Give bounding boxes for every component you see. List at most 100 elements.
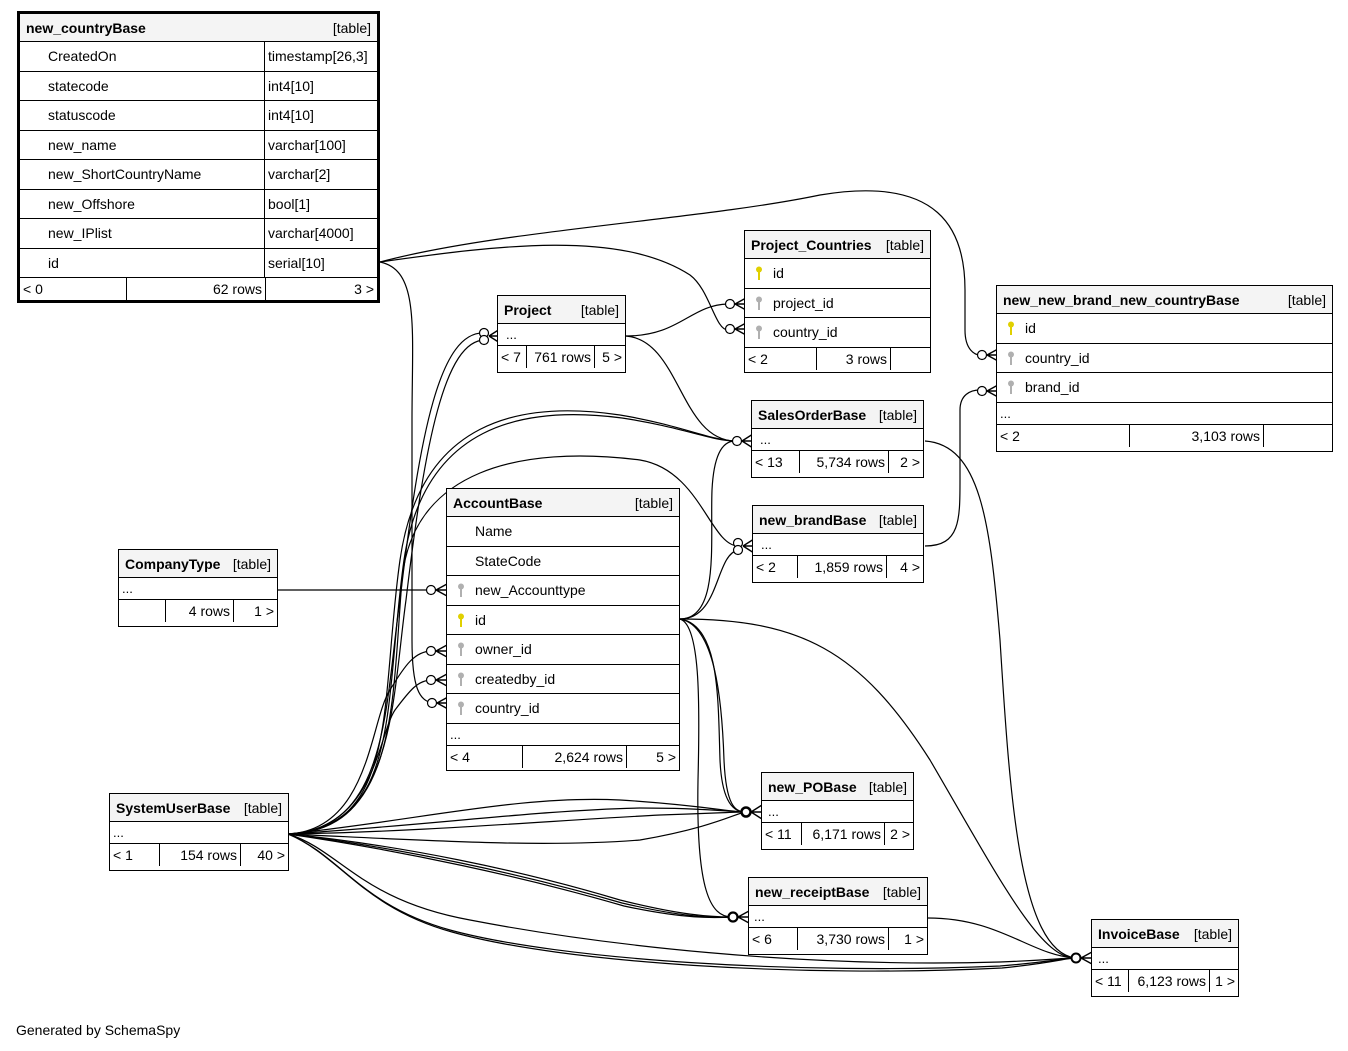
children-link[interactable]: 1 > — [1215, 973, 1235, 989]
foreign-key-icon — [453, 672, 469, 686]
parents-link[interactable]: < 2 — [997, 424, 1130, 447]
children-link[interactable]: 4 > — [900, 559, 920, 575]
table-AccountBase[interactable]: AccountBase [table] Name StateCode new_A… — [446, 488, 680, 771]
table-new_brandBase[interactable]: new_brandBase [table] ... < 2 1,859 rows… — [752, 505, 924, 583]
row-count: 6,171 rows — [802, 823, 885, 845]
foreign-key-icon — [453, 642, 469, 657]
column-row[interactable]: id — [745, 259, 930, 289]
column-name: createdby_id — [475, 670, 556, 687]
table-name: CompanyType — [125, 555, 221, 572]
table-new_POBase[interactable]: new_POBase [table] ... < 11 6,171 rows 2… — [761, 772, 914, 850]
column-row[interactable]: new_Accounttype — [447, 576, 679, 606]
table-SystemUserBase[interactable]: SystemUserBase [table] ... < 1 154 rows … — [109, 793, 289, 871]
children-link[interactable]: 40 > — [257, 847, 285, 863]
children-link[interactable]: 1 > — [254, 603, 274, 619]
children-link[interactable]: 3 > — [354, 281, 374, 297]
column-name: brand_id — [1025, 379, 1080, 396]
column-name: id — [48, 254, 59, 271]
row-count: 1,859 rows — [798, 556, 887, 578]
parents-link[interactable] — [119, 600, 166, 622]
children-link[interactable]: 2 > — [890, 826, 910, 842]
table-name: Project_Countries — [751, 236, 872, 253]
table-name: new_receiptBase — [755, 883, 870, 900]
parents-link[interactable]: < 0 — [20, 278, 127, 300]
column-row[interactable]: statuscode int4[10] — [20, 101, 377, 131]
parents-link[interactable]: < 1 — [110, 844, 160, 866]
table-InvoiceBase[interactable]: InvoiceBase [table] ... < 11 6,123 rows … — [1091, 919, 1239, 997]
table-name: SystemUserBase — [116, 799, 231, 816]
more-columns: ... — [752, 429, 923, 451]
column-row[interactable]: Name — [447, 517, 679, 547]
relation-line — [287, 833, 733, 918]
column-row[interactable]: createdby_id — [447, 665, 679, 694]
column-row[interactable]: brand_id — [997, 373, 1332, 403]
column-name: statecode — [48, 77, 109, 94]
table-type: [table] — [878, 511, 917, 528]
column-type: varchar[100] — [264, 130, 377, 159]
column-name: owner_id — [475, 641, 532, 658]
column-row[interactable]: id serial[10] — [20, 248, 377, 278]
relation-line — [927, 917, 1076, 959]
parents-link[interactable]: < 6 — [749, 928, 798, 950]
table-new_new_brand_new_countryBase[interactable]: new_new_brand_new_countryBase [table] id… — [996, 285, 1333, 452]
column-name: country_id — [1025, 349, 1090, 366]
column-name: Name — [475, 523, 513, 540]
column-name: country_id — [773, 324, 838, 341]
table-header: new_countryBase [table] — [20, 14, 377, 42]
parents-link[interactable]: < 4 — [447, 745, 523, 768]
column-row[interactable]: country_id — [997, 344, 1332, 373]
table-type: [table] — [878, 406, 917, 423]
column-row[interactable]: owner_id — [447, 635, 679, 665]
parents-link[interactable]: < 7 — [498, 346, 527, 368]
column-name: new_name — [48, 136, 117, 153]
parents-link[interactable]: < 2 — [745, 347, 817, 370]
children-link[interactable] — [891, 348, 930, 370]
relation-line — [625, 335, 736, 442]
parents-link[interactable]: < 13 — [752, 451, 800, 473]
relation-line — [287, 807, 746, 835]
table-footer: < 7 761 rows 5 > — [498, 346, 625, 368]
children-link[interactable]: 2 > — [900, 454, 920, 470]
more-columns: ... — [498, 324, 625, 346]
row-count: 154 rows — [160, 844, 241, 866]
row-count: 5,734 rows — [800, 451, 889, 473]
more-columns: ... — [447, 724, 679, 746]
parents-link[interactable]: < 11 — [1092, 970, 1129, 992]
parents-link[interactable]: < 11 — [762, 823, 802, 845]
table-type: [table] — [580, 301, 619, 318]
table-footer: < 11 6,123 rows 1 > — [1092, 970, 1238, 992]
table-SalesOrderBase[interactable]: SalesOrderBase [table] ... < 13 5,734 ro… — [751, 400, 924, 478]
children-link[interactable]: 1 > — [904, 931, 924, 947]
table-Project_Countries[interactable]: Project_Countries [table] id project_id … — [744, 230, 931, 373]
children-link[interactable]: 5 > — [602, 349, 622, 365]
optional-marker — [425, 584, 437, 596]
column-name: statuscode — [48, 107, 116, 124]
column-type: serial[10] — [264, 248, 377, 277]
table-name: new_new_brand_new_countryBase — [1003, 291, 1240, 308]
row-count: 62 rows — [127, 278, 266, 300]
column-row[interactable]: id — [997, 314, 1332, 344]
children-link[interactable]: 5 > — [656, 748, 676, 765]
column-row[interactable]: StateCode — [447, 547, 679, 576]
table-footer: < 0 62 rows 3 > — [20, 278, 377, 300]
table-type: [table] — [332, 19, 371, 36]
table-footer: < 6 3,730 rows 1 > — [749, 928, 927, 950]
children-link[interactable] — [1264, 425, 1332, 447]
table-Project[interactable]: Project [table] ... < 7 761 rows 5 > — [497, 295, 626, 373]
table-CompanyType[interactable]: CompanyType [table] ... 4 rows 1 > — [118, 549, 278, 627]
parents-link[interactable]: < 2 — [753, 556, 798, 578]
optional-marker — [724, 323, 736, 335]
column-row[interactable]: country_id — [447, 694, 679, 724]
column-row[interactable]: country_id — [745, 318, 930, 348]
column-row[interactable]: project_id — [745, 289, 930, 318]
column-row[interactable]: id — [447, 606, 679, 635]
column-type: int4[10] — [264, 101, 377, 130]
column-row[interactable]: new_name varchar[100] — [20, 130, 377, 160]
table-new_receiptBase[interactable]: new_receiptBase [table] ... < 6 3,730 ro… — [748, 877, 928, 955]
